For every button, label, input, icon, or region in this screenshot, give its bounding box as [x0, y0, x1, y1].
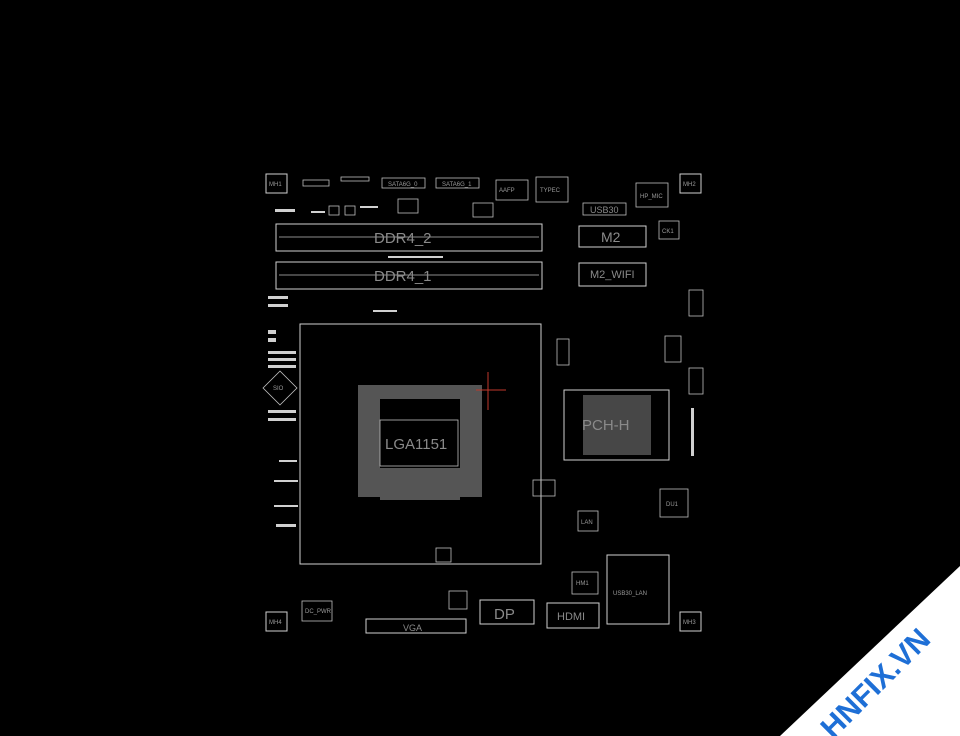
hdmi-chip-label: HM1 [576, 581, 589, 587]
m2-slots: M2 M2_WIFI CK1 [578, 220, 680, 287]
dc-pwr-label: DC_PWR [305, 609, 332, 615]
cpu-socket: LGA1151 [299, 323, 542, 565]
pch-label: PCH-H [582, 417, 630, 434]
lan-chip-label: LAN [581, 520, 593, 526]
watermark: HNFIX.VN [780, 566, 960, 736]
mh4-label: MH4 [269, 620, 282, 626]
m2-wifi-label: M2_WIFI [590, 269, 635, 281]
mounting-holes: MH1 MH2 MH4 MH3 [265, 173, 702, 632]
dp-label: DP [494, 606, 515, 623]
socket-pin-field [358, 385, 482, 500]
mh2-label: MH2 [683, 182, 696, 188]
aafp-label: AAFP [499, 188, 515, 194]
audio-chip-label: DU1 [666, 502, 679, 508]
ddr4-slots: DDR4_2 DDR4_1 [275, 223, 543, 312]
left-components: SIO DC_PWR [262, 296, 333, 622]
sata1-label: SATA6G_1 [442, 182, 472, 188]
hdmi-label: HDMI [557, 611, 585, 623]
clk-chip-label: CK1 [662, 229, 674, 235]
ddr4-2-label: DDR4_2 [374, 230, 432, 247]
ddr4-1-label: DDR4_1 [374, 268, 432, 285]
lga-label: LGA1151 [385, 436, 447, 453]
hp-mic-label: HP_MIC [640, 194, 663, 200]
vga-label: VGA [403, 623, 422, 633]
bottom-io: VGA DP HDMI HM1 USB30_LAN [365, 547, 670, 634]
usb30-label: USB30 [590, 205, 619, 215]
mh3-label: MH3 [683, 620, 696, 626]
mh1-label: MH1 [269, 182, 282, 188]
pch-chip: PCH-H [563, 389, 670, 461]
top-connectors: SATA6G_0 SATA6G_1 AAFP TYPEC HP_MIC USB3… [275, 176, 669, 218]
sata0-label: SATA6G_0 [388, 182, 418, 188]
typec-label: TYPEC [540, 188, 561, 194]
right-components: DU1 LAN [532, 289, 704, 532]
sio-label: SIO [273, 386, 284, 392]
usb-lan-label: USB30_LAN [613, 591, 647, 597]
m2-label: M2 [601, 229, 621, 245]
